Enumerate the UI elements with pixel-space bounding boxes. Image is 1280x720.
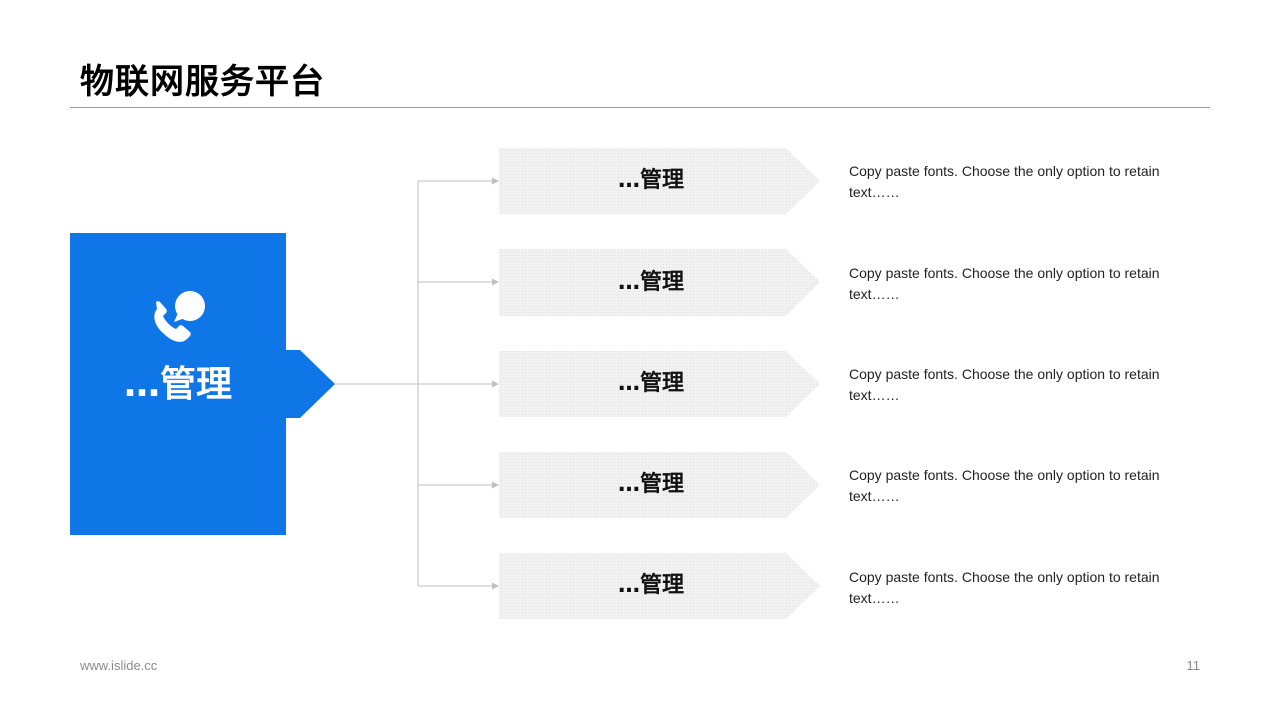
item-label-2: …管理: [617, 270, 684, 295]
item-shape-1: [499, 148, 820, 214]
item-label-1: …管理: [617, 168, 684, 193]
item-shape-4: [499, 452, 820, 518]
item-shape-2: [499, 249, 820, 316]
item-shapes: [499, 148, 820, 619]
arrowhead-2: [492, 278, 499, 286]
page-title: 物联网服务平台: [80, 62, 325, 102]
item-label-3: …管理: [617, 371, 684, 396]
item-label-4: …管理: [617, 472, 684, 497]
phone-chat-icon: [154, 291, 205, 342]
title-divider: [70, 107, 1210, 108]
item-description-3: Copy paste fonts. Choose the only option…: [849, 366, 1160, 403]
main-node-pointer: [285, 350, 335, 418]
arrowhead-1: [492, 177, 499, 185]
item-description-1: Copy paste fonts. Choose the only option…: [849, 163, 1160, 200]
main-node: [70, 233, 286, 535]
connector-lines: [335, 180, 492, 587]
item-label-5: …管理: [617, 573, 684, 598]
arrowhead-3: [492, 380, 499, 388]
arrowhead-4: [492, 481, 499, 489]
page-number: 11: [1186, 658, 1201, 673]
item-description-2: Copy paste fonts. Choose the only option…: [849, 265, 1160, 302]
item-shape-3: [499, 351, 820, 417]
item-description-4: Copy paste fonts. Choose the only option…: [849, 467, 1160, 504]
arrowhead-5: [492, 582, 499, 590]
item-description-5: Copy paste fonts. Choose the only option…: [849, 569, 1160, 606]
footer-url: www.islide.cc: [80, 658, 158, 673]
connector-arrowheads: [492, 177, 499, 590]
main-node-label: …管理: [123, 364, 232, 405]
item-shape-5: [499, 553, 820, 619]
